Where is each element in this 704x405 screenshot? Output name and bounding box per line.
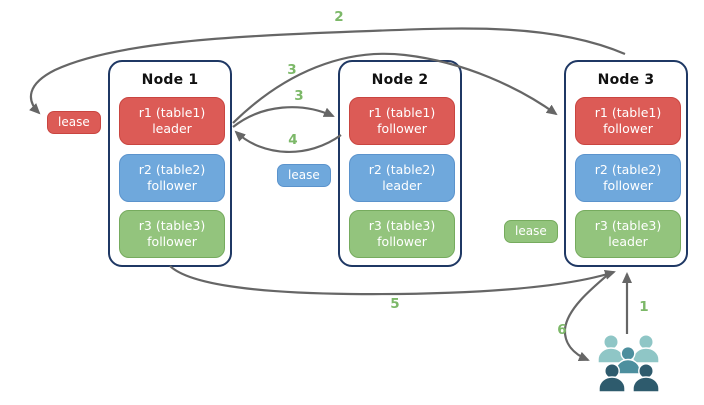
replica-role: leader [382,178,422,193]
lease-badge-table3: lease [504,220,558,243]
lease-badge-table2: lease [277,164,331,187]
node-2-replica-r3: r3 (table3) follower [349,210,455,258]
replica-role: leader [152,121,192,136]
node-3-box: Node 3 r1 (table1) follower r2 (table2) … [564,60,688,267]
step-label-3b: 3 [294,88,304,104]
node-3-replica-r2: r2 (table2) follower [575,154,681,202]
replica-label: r1 (table1) [138,104,206,120]
replica-role: follower [603,121,653,136]
replica-role: follower [147,234,197,249]
person-front-right [632,363,660,393]
node-1-title: Node 1 [141,72,199,88]
replica-label: r1 (table1) [594,104,662,120]
person-middle [615,345,641,375]
step-label-1: 1 [639,299,649,315]
node-3-replica-r3: r3 (table3) leader [575,210,681,258]
node-2-replica-r1: r1 (table1) follower [349,97,455,145]
replica-label: r3 (table3) [594,217,662,233]
step-label-2: 2 [334,9,344,25]
replica-role: follower [377,121,427,136]
node-2-box: Node 2 r1 (table1) follower r2 (table2) … [338,60,462,267]
replica-label: r2 (table2) [368,161,436,177]
node-3-replica-r1: r1 (table1) follower [575,97,681,145]
replica-label: r1 (table1) [368,104,436,120]
replica-role: follower [603,178,653,193]
node-3-title: Node 3 [597,72,655,88]
replica-role: leader [608,234,648,249]
replica-role: follower [147,178,197,193]
node-1-replica-r2: r2 (table2) follower [119,154,225,202]
step-label-5: 5 [390,296,400,312]
person-back-left [597,334,625,364]
person-back-right [632,334,660,364]
replica-label: r3 (table3) [368,217,436,233]
replica-label: r3 (table3) [138,217,206,233]
arrow-step5-leader-to-gateway [169,265,616,296]
replica-label: r2 (table2) [138,161,206,177]
step-label-3a: 3 [287,62,297,78]
arrow-step3-leader-to-node2 [232,106,335,128]
step-label-6: 6 [557,322,567,338]
node-2-replica-r2: r2 (table2) leader [349,154,455,202]
replica-role: follower [377,234,427,249]
step-label-4: 4 [288,132,298,148]
node-1-box: Node 1 r1 (table1) leader r2 (table2) fo… [108,60,232,267]
person-front-left [598,363,626,393]
node-1-replica-r1: r1 (table1) leader [119,97,225,145]
replica-label: r2 (table2) [594,161,662,177]
node-1-replica-r3: r3 (table3) follower [119,210,225,258]
lease-badge-table1: lease [47,111,101,134]
arrow-step6-gateway-to-client [563,271,612,362]
node-2-title: Node 2 [371,72,429,88]
